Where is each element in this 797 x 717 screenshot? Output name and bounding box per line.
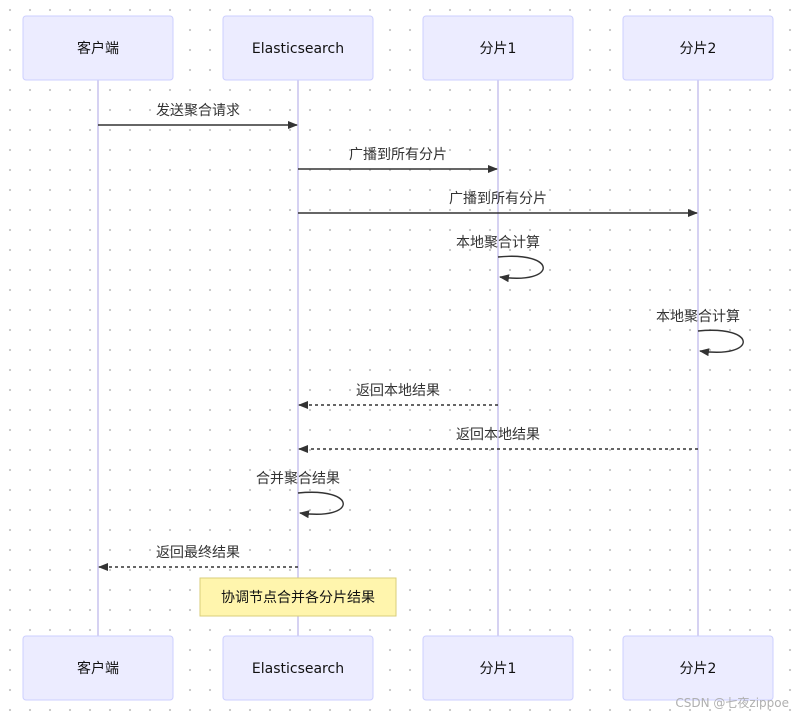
self-arrow	[297, 491, 344, 519]
actor-label: 分片1	[480, 661, 517, 677]
message-5: 本地聚合计算	[656, 309, 744, 357]
actor-box	[622, 635, 774, 701]
actor-shard2-bottom[interactable]: 分片2	[622, 635, 774, 701]
actor-box	[622, 15, 774, 81]
self-arrow	[497, 255, 544, 283]
actor-es-top[interactable]: Elasticsearch	[222, 15, 374, 81]
message-2: 广播到所有分片	[298, 147, 498, 173]
message-7: 返回本地结果	[298, 427, 698, 453]
note: 协调节点合并各分片结果	[199, 577, 397, 617]
actor-box	[422, 15, 574, 81]
message-label: 广播到所有分片	[449, 191, 547, 207]
message-8: 合并聚合结果	[256, 471, 344, 519]
actor-label: 分片2	[680, 661, 717, 677]
actor-es-bottom[interactable]: Elasticsearch	[222, 635, 374, 701]
actor-box	[22, 635, 174, 701]
message-1: 发送聚合请求	[98, 103, 298, 129]
actor-box	[22, 15, 174, 81]
actor-box	[222, 635, 374, 701]
actor-label: 分片2	[680, 41, 717, 57]
actor-shard2-top[interactable]: 分片2	[622, 15, 774, 81]
message-label: 返回本地结果	[356, 383, 440, 399]
actor-box	[422, 635, 574, 701]
actor-label: 客户端	[77, 660, 119, 677]
message-label: 返回最终结果	[156, 545, 240, 561]
message-4: 本地聚合计算	[456, 235, 544, 283]
actor-label: Elasticsearch	[252, 661, 344, 677]
note-box	[199, 577, 397, 617]
actor-client-bottom[interactable]: 客户端	[22, 635, 174, 701]
actor-shard1-top[interactable]: 分片1	[422, 15, 574, 81]
actor-label: 分片1	[480, 41, 517, 57]
actor-box	[222, 15, 374, 81]
message-9: 返回最终结果	[98, 545, 298, 571]
message-label: 返回本地结果	[456, 427, 540, 443]
message-label: 本地聚合计算	[656, 309, 740, 325]
actor-label: Elasticsearch	[252, 41, 344, 57]
message-label: 本地聚合计算	[456, 235, 540, 251]
watermark: CSDN @七夜zippoe	[675, 696, 789, 710]
message-label: 广播到所有分片	[349, 147, 447, 163]
message-3: 广播到所有分片	[298, 191, 698, 217]
note-label: 协调节点合并各分片结果	[221, 590, 375, 606]
message-6: 返回本地结果	[298, 383, 498, 409]
actor-client-top[interactable]: 客户端	[22, 15, 174, 81]
self-arrow	[697, 329, 744, 357]
message-label: 发送聚合请求	[156, 103, 240, 119]
message-label: 合并聚合结果	[256, 471, 340, 487]
actor-label: 客户端	[77, 40, 119, 57]
actor-shard1-bottom[interactable]: 分片1	[422, 635, 574, 701]
